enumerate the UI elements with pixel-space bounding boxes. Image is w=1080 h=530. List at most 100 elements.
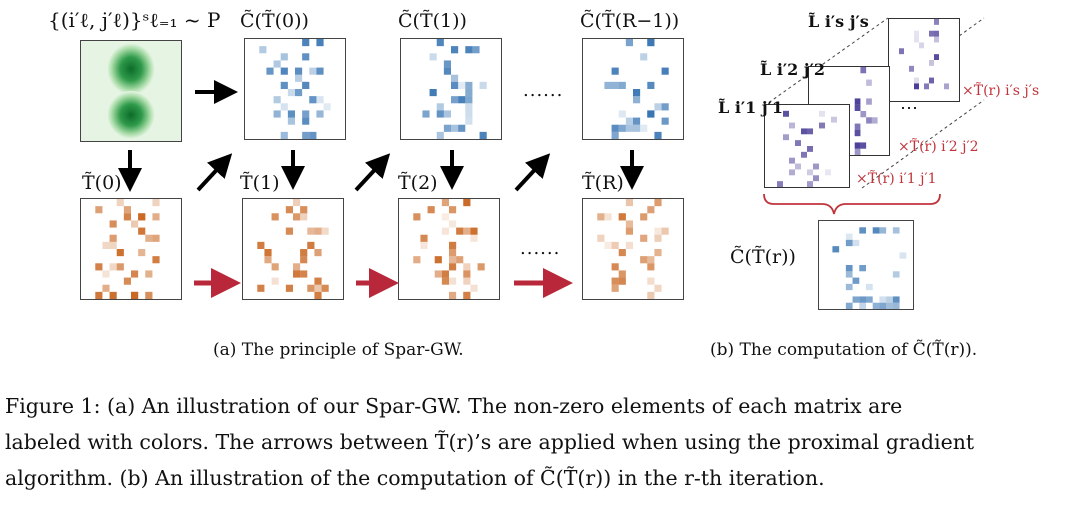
ellipsis-bottom: ......	[520, 238, 561, 259]
matrix-cell	[443, 67, 451, 75]
matrix-cell	[934, 36, 939, 43]
matrix-cell	[420, 234, 428, 242]
matrix-cell	[640, 124, 648, 132]
matrix-cell	[138, 227, 146, 235]
matrix-cell	[866, 283, 873, 291]
matrix-cell	[145, 234, 153, 242]
matrix-cell	[309, 96, 317, 104]
matrix-cell	[285, 206, 293, 214]
arrow-diagonal-icon	[354, 153, 391, 192]
matrix-cell	[807, 181, 813, 187]
transport-label-r: T̃(R)	[582, 172, 624, 194]
matrix-cell	[604, 81, 612, 89]
cost-label-0: C̃(T̃(0))	[240, 10, 309, 32]
matrix-cell	[458, 96, 466, 104]
matrix-cell	[152, 199, 160, 207]
matrix-cell	[625, 227, 633, 235]
matrix-cell	[789, 157, 795, 164]
matrix-cell	[429, 53, 437, 61]
matrix-cell	[436, 39, 444, 47]
matrix-cell	[899, 48, 904, 55]
matrix-cell	[892, 227, 900, 234]
matrix-cell	[321, 284, 329, 292]
matrix-cell	[795, 163, 801, 170]
matrix-cell	[427, 206, 435, 214]
matrix-cell	[300, 256, 308, 264]
matrix-cell	[138, 249, 146, 257]
matrix-cell	[458, 124, 466, 132]
matrix-cell	[116, 249, 124, 257]
matrix-cell	[647, 39, 655, 47]
matrix-cell	[109, 263, 117, 271]
matrix-cell	[152, 213, 160, 221]
matrix-cell	[892, 302, 900, 309]
matrix-cell	[295, 74, 303, 82]
matrix-cell	[285, 284, 293, 292]
matrix-cell	[95, 291, 103, 299]
matrix-cell	[625, 124, 633, 132]
matrix-cell	[436, 110, 444, 118]
matrix-cell	[295, 67, 303, 75]
matrix-cell	[866, 98, 872, 105]
weight-label-s: ×T̃(r) i′s j′s	[962, 83, 1040, 99]
matrix-cell	[477, 263, 485, 271]
matrix-cell	[280, 53, 288, 61]
matrix-cell	[640, 53, 648, 61]
matrix-cell	[914, 83, 919, 90]
matrix-cell	[293, 263, 301, 271]
matrix-cell	[465, 89, 473, 97]
matrix-cell	[323, 103, 331, 111]
matrix-cell	[309, 67, 317, 75]
matrix-cell	[443, 124, 451, 132]
matrix-cell	[451, 96, 459, 104]
matrix-cell	[449, 241, 457, 249]
matrix-cell	[285, 227, 293, 235]
matrix-cell	[465, 117, 473, 125]
matrix-cell	[449, 277, 457, 285]
matrix-cell	[131, 270, 139, 278]
matrix-cell	[813, 163, 819, 170]
caption-line-3: algorithm. (b) An illustration of the co…	[5, 466, 825, 490]
cost-matrix-1	[400, 38, 502, 140]
matrix-cell	[625, 39, 633, 47]
matrix-cell	[879, 227, 887, 234]
loss-label-1: L̃ i′1 j′1	[718, 98, 783, 117]
matrix-cell	[866, 117, 872, 124]
matrix-cell	[625, 117, 633, 125]
matrix-cell	[789, 169, 795, 176]
matrix-cell	[451, 81, 459, 89]
matrix-cell	[429, 89, 437, 97]
matrix-cell	[618, 277, 626, 285]
matrix-cell	[443, 60, 451, 68]
matrix-cell	[647, 291, 655, 299]
matrix-cell	[293, 199, 301, 207]
matrix-cell	[854, 129, 861, 137]
matrix-cell	[449, 241, 457, 249]
matrix-cell	[640, 256, 648, 264]
matrix-cell	[795, 140, 801, 146]
matrix-cell	[116, 263, 124, 271]
caption-line-2: labeled with colors. The arrows between …	[5, 430, 975, 454]
matrix-cell	[618, 270, 626, 278]
transport-label-2: T̃(2)	[398, 172, 438, 194]
matrix-cell	[886, 296, 893, 303]
matrix-cell	[441, 199, 449, 207]
transport-label-1: T̃(1)	[240, 172, 280, 194]
matrix-cell	[647, 81, 655, 89]
matrix-cell	[604, 241, 612, 249]
matrix-cell	[783, 110, 789, 117]
matrix-cell	[413, 213, 421, 221]
matrix-cell	[287, 110, 295, 118]
matrix-cell	[625, 199, 633, 207]
matrix-cell	[436, 103, 444, 111]
matrix-cell	[451, 124, 459, 132]
matrix-cell	[449, 256, 457, 264]
matrix-cell	[271, 213, 279, 221]
matrix-cell	[280, 81, 288, 89]
matrix-cell	[929, 30, 934, 37]
matrix-cell	[109, 220, 117, 228]
matrix-cell	[314, 249, 322, 257]
matrix-cell	[845, 283, 853, 291]
matrix-cell	[654, 227, 662, 235]
cost-label-r-minus-1: C̃(T̃(R−1))	[580, 10, 680, 32]
